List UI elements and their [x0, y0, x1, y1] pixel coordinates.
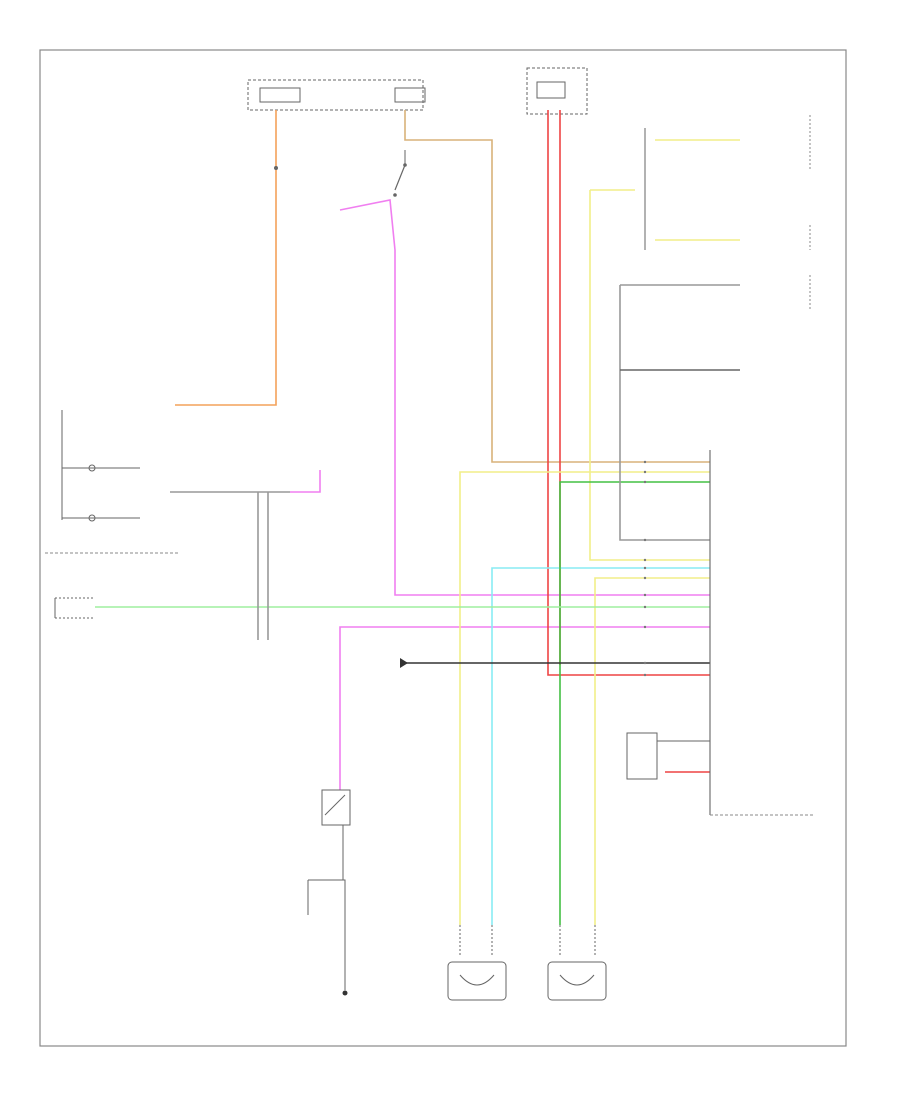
instrument-cluster	[45, 410, 180, 554]
wire-pink-cluster	[290, 470, 321, 493]
diagram-frame	[39, 49, 847, 1047]
splice-dot	[274, 166, 278, 170]
wire-pink-brake-switch	[339, 626, 710, 790]
ebcm-pin-marks	[643, 460, 647, 677]
ebcm-module	[709, 450, 815, 816]
pump-motor-relay	[626, 732, 710, 780]
wire-yellow-rf	[589, 190, 710, 561]
wire-red	[547, 110, 710, 676]
right-front-wheel-sensor	[547, 925, 607, 1001]
wire-yellow-rf-down	[594, 577, 710, 925]
wire-dk-green	[559, 481, 710, 925]
brake-fluid-switch	[307, 789, 351, 996]
wire-lt-blue	[491, 567, 710, 925]
wire-gray-junction	[257, 492, 269, 640]
left-front-wheel-sensor	[447, 925, 507, 1001]
ipc-connector	[54, 597, 95, 619]
wire-orange	[175, 110, 277, 406]
wire-yellow-lf	[459, 471, 710, 925]
stoplamp-switch	[393, 150, 407, 197]
wire-pink-stoplamp	[339, 199, 710, 596]
fuse-block-right	[526, 67, 588, 115]
ground-arrow	[400, 658, 408, 668]
wire-tan	[404, 110, 710, 463]
pcm-bracket	[644, 115, 811, 250]
fuse-block-left	[247, 79, 426, 111]
wire-gray-vertical	[619, 285, 710, 541]
